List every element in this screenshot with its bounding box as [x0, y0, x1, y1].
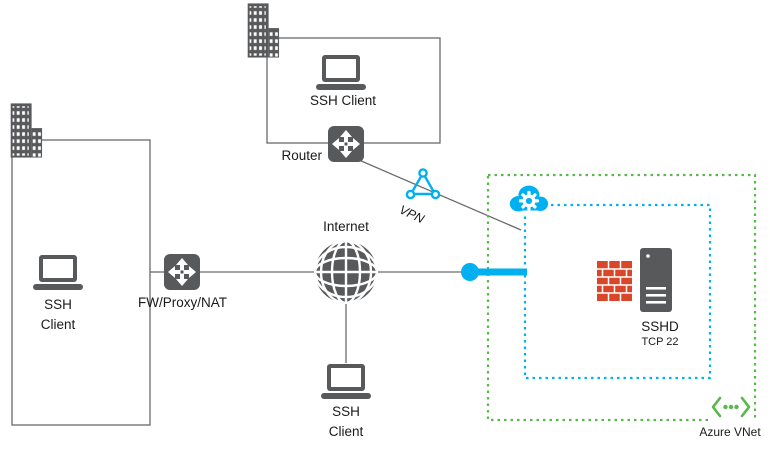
firewall-proxy-nat-icon — [164, 254, 200, 290]
building-icon — [242, 2, 280, 58]
firewall-brick-icon — [597, 261, 632, 301]
laptop-icon — [32, 254, 84, 292]
azure-vnet-icon — [708, 392, 754, 422]
top-ssh-client-label: SSH Client — [309, 93, 377, 108]
cloud-gateway-icon — [506, 182, 551, 216]
router-label: Router — [281, 148, 322, 163]
server-icon — [639, 247, 673, 313]
vpn-network-icon — [404, 167, 442, 201]
left-ssh-client-label: SSH Client — [40, 297, 76, 332]
left-client-box — [11, 139, 151, 426]
sshd-label: SSHD — [641, 319, 679, 334]
sshd-port-label: TCP 22 — [641, 336, 679, 348]
building-icon — [5, 102, 43, 158]
azure-vnet-label: Azure VNet — [699, 425, 761, 439]
internet-globe-icon — [313, 239, 379, 305]
laptop-icon — [315, 54, 367, 92]
internet-label: Internet — [323, 219, 369, 234]
router-icon — [328, 126, 364, 162]
bottom-ssh-client-label: SSH Client — [328, 404, 364, 439]
azure-vnet-boundary — [486, 173, 757, 422]
subnet-boundary — [523, 203, 712, 380]
fw-proxy-nat-label: FW/Proxy/NAT — [138, 295, 227, 310]
laptop-icon — [320, 363, 372, 401]
tunnel-endpoint-dot — [461, 263, 479, 281]
